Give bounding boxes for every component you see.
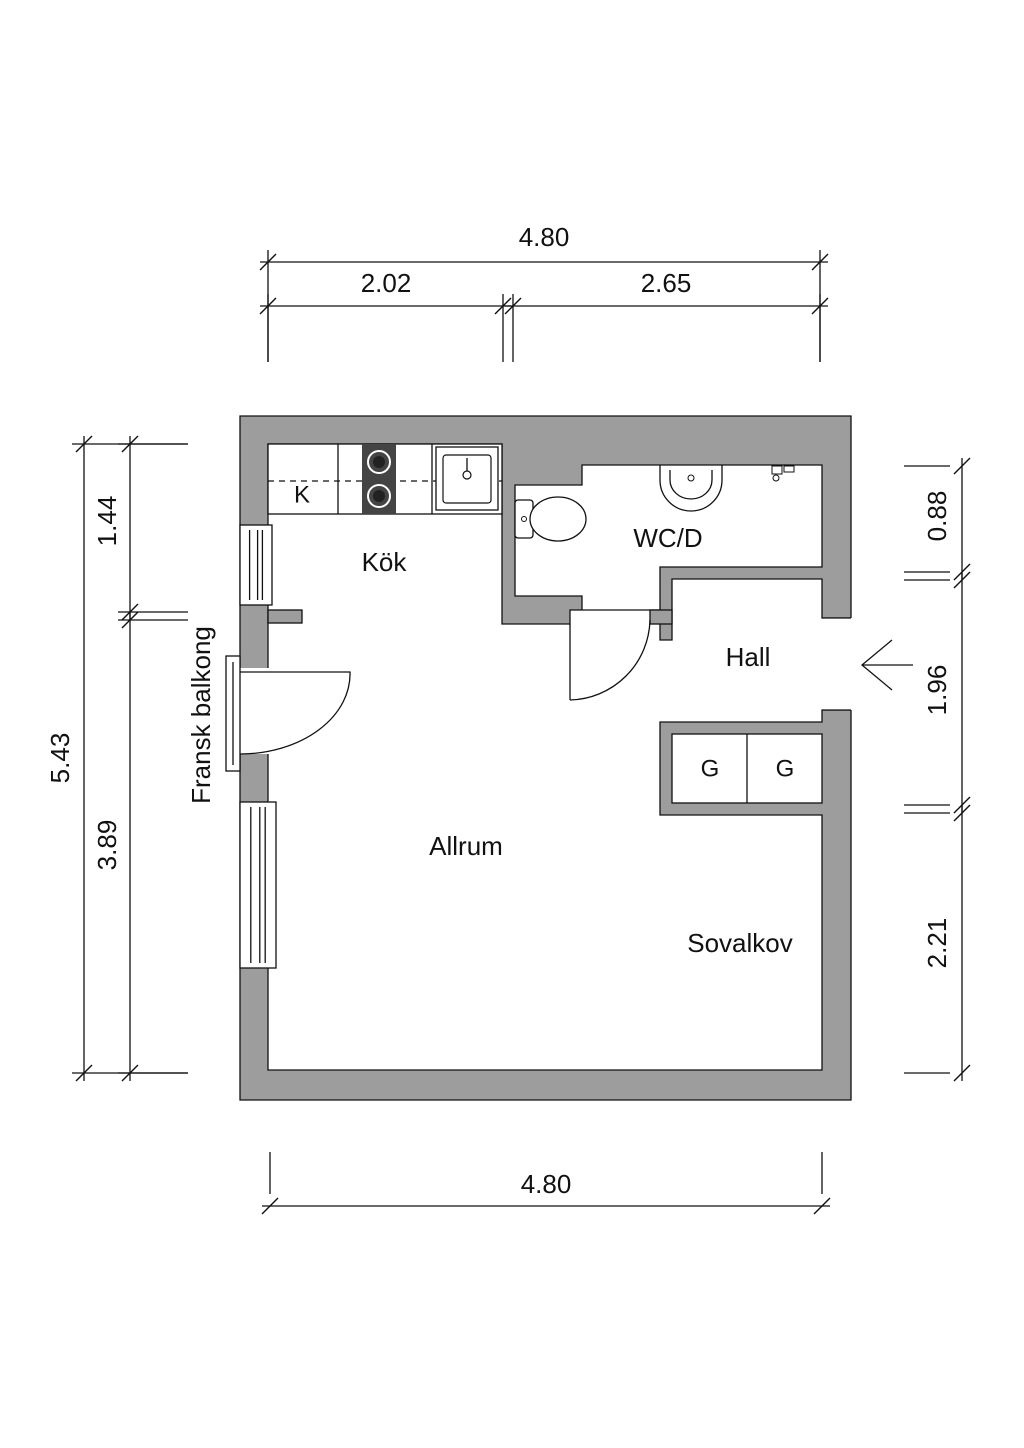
- fridge-label: K: [294, 481, 310, 508]
- kitchen-counter: [267, 443, 503, 515]
- room-label-wcd: WC/D: [633, 523, 702, 553]
- room-label-kok: Kök: [362, 547, 408, 577]
- wardrobe-label-1: G: [701, 755, 720, 782]
- balcony-door-swing: [239, 671, 351, 755]
- window-kitchen: [239, 524, 273, 606]
- stove-icon: [362, 444, 396, 514]
- room-label-hall: Hall: [726, 642, 771, 672]
- wardrobe-label-2: G: [776, 755, 795, 782]
- bathroom-door-swing: [569, 619, 651, 701]
- bathroom-door: [569, 619, 651, 701]
- windows: [225, 524, 351, 969]
- washbasin-icon: [659, 465, 723, 512]
- dim-right-lower: 2.21: [922, 918, 952, 969]
- dim-top-left: 2.02: [361, 268, 412, 298]
- dimension-lines: [72, 250, 971, 1215]
- dim-left-lower: 3.89: [92, 820, 122, 871]
- shower-tap-icon: [771, 465, 795, 482]
- entrance-arrow-icon: [860, 639, 913, 691]
- dim-top-right: 2.65: [641, 268, 692, 298]
- dim-left-upper: 1.44: [92, 496, 122, 547]
- room-label-allrum: Allrum: [429, 831, 503, 861]
- dim-left-total: 5.43: [45, 733, 75, 784]
- bathroom-door-jamb: [649, 609, 673, 625]
- window-living: [239, 801, 277, 969]
- balcony-door: [225, 655, 351, 772]
- dim-right-middle: 1.96: [922, 665, 952, 716]
- room-label-sovalkov: Sovalkov: [687, 928, 793, 958]
- dim-bottom-total: 4.80: [521, 1169, 572, 1199]
- wardrobes: [671, 733, 823, 804]
- toilet-icon: [514, 496, 587, 542]
- kitchen-sink-icon: [435, 446, 499, 511]
- room-label-fransk-balkong: Fransk balkong: [186, 626, 216, 804]
- entrance: [822, 617, 913, 711]
- kitchen-wall-stub: [267, 609, 303, 624]
- dim-top-total: 4.80: [519, 222, 570, 252]
- dim-right-upper: 0.88: [922, 491, 952, 542]
